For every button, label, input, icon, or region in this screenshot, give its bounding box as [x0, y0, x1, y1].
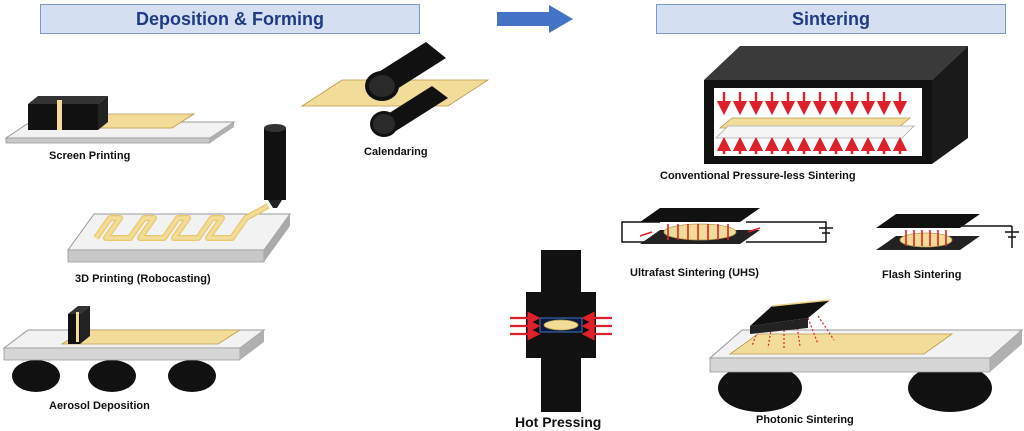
- hot-pressing-label: Hot Pressing: [515, 414, 602, 430]
- conventional-sintering-label: Conventional Pressure-less Sintering: [660, 170, 856, 182]
- robocasting-illustration: [67, 124, 291, 263]
- flash-sintering-label: Flash Sintering: [882, 269, 962, 281]
- aerosol-deposition-label: Aerosol Deposition: [49, 400, 150, 412]
- calendaring-illustration: [300, 42, 490, 137]
- furnace-illustration: [704, 46, 968, 164]
- flash-sintering-illustration: [876, 214, 1019, 250]
- screen-printing-illustration: [4, 96, 236, 144]
- calendaring-label: Calendaring: [364, 146, 428, 158]
- uhs-label: Ultrafast Sintering (UHS): [630, 267, 759, 279]
- aerosol-deposition-illustration: [2, 306, 266, 392]
- deposition-forming-header: Deposition & Forming: [40, 4, 420, 34]
- screen-printing-label: Screen Printing: [49, 150, 131, 162]
- photonic-sintering-label: Photonic Sintering: [756, 414, 854, 426]
- hot-pressing-illustration: [510, 250, 612, 412]
- photonic-sintering-illustration: [708, 299, 1024, 412]
- uhs-illustration: [621, 208, 833, 244]
- process-flow-arrow: [497, 5, 573, 33]
- sintering-header: Sintering: [656, 4, 1006, 34]
- robocasting-label: 3D Printing (Robocasting): [75, 273, 211, 285]
